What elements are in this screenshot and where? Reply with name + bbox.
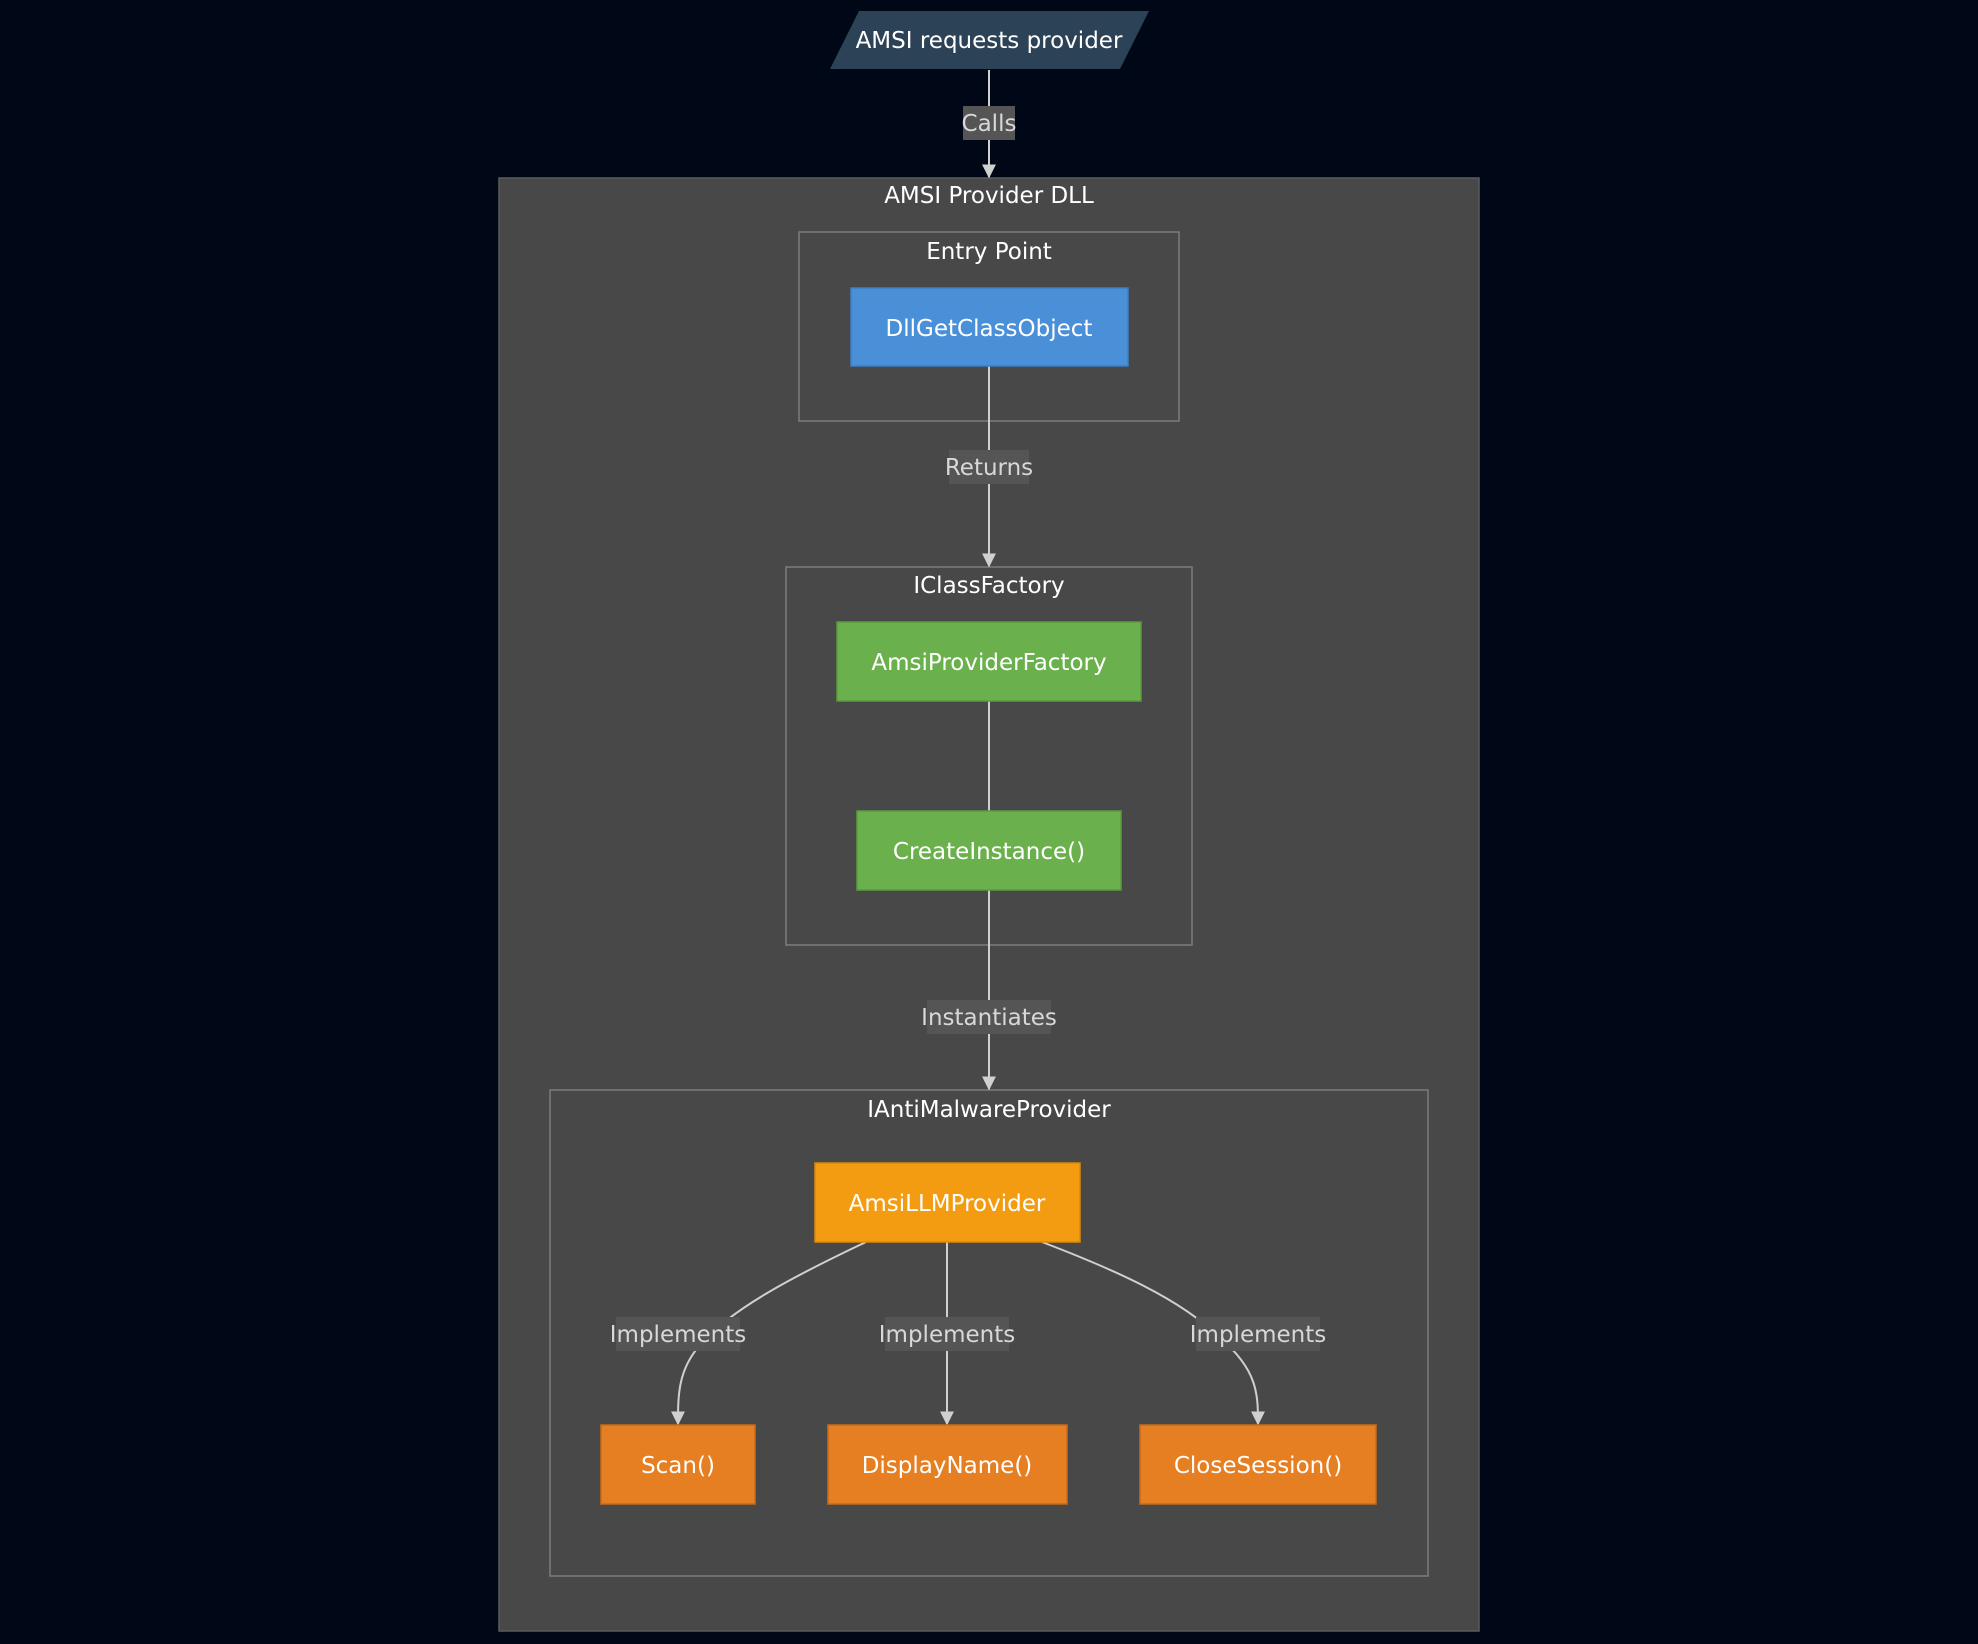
edge-label-returns: Returns [945,450,1033,484]
edge-label-implements-scan: Implements [610,1317,746,1351]
edge-label-calls: Calls [962,106,1017,140]
svg-text:Calls: Calls [962,111,1017,137]
node-dllgetclassobject[interactable]: DllGetClassObject [850,287,1129,367]
node-amsiproviderfactory[interactable]: AmsiProviderFactory [836,621,1142,702]
svg-text:Scan(): Scan() [641,1453,715,1479]
svg-text:CreateInstance(): CreateInstance() [893,839,1085,865]
svg-text:CloseSession(): CloseSession() [1174,1453,1342,1479]
svg-text:Implements: Implements [610,1322,746,1348]
cluster-title-dll: AMSI Provider DLL [884,183,1094,209]
svg-text:AmsiProviderFactory: AmsiProviderFactory [871,650,1106,676]
svg-text:AMSI requests provider: AMSI requests provider [856,28,1123,54]
svg-text:AmsiLLMProvider: AmsiLLMProvider [849,1191,1046,1217]
svg-text:DisplayName(): DisplayName() [862,1453,1033,1479]
svg-text:Instantiates: Instantiates [921,1005,1057,1031]
cluster-title-iantimalwareprovider: IAntiMalwareProvider [867,1097,1111,1123]
node-amsillmprovider[interactable]: AmsiLLMProvider [814,1162,1081,1243]
node-closesession[interactable]: CloseSession() [1139,1424,1377,1505]
edge-label-implements-displayname: Implements [879,1317,1015,1351]
edge-label-instantiates: Instantiates [921,1000,1057,1034]
svg-text:DllGetClassObject: DllGetClassObject [886,316,1093,342]
node-amsi-requests-provider[interactable]: AMSI requests provider [830,11,1149,69]
node-createinstance[interactable]: CreateInstance() [856,810,1122,891]
svg-text:Returns: Returns [945,455,1033,481]
svg-text:Implements: Implements [1190,1322,1326,1348]
node-scan[interactable]: Scan() [600,1424,756,1505]
cluster-title-iclassfactory: IClassFactory [913,573,1064,599]
cluster-title-entry-point: Entry Point [926,239,1052,265]
svg-text:Implements: Implements [879,1322,1015,1348]
node-displayname[interactable]: DisplayName() [827,1424,1068,1505]
edge-label-implements-closesession: Implements [1190,1317,1326,1351]
